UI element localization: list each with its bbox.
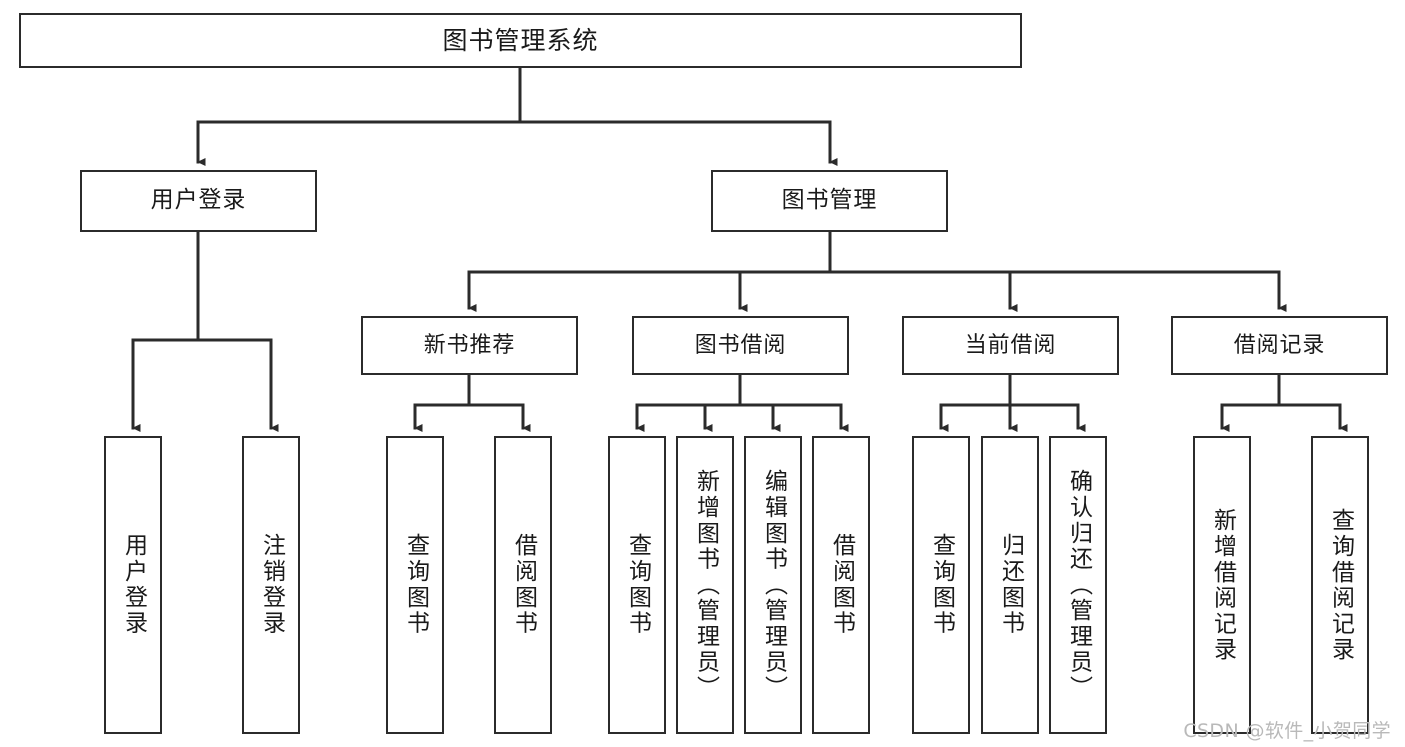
node-leaf-confirm-return-admin[interactable]: 确认归还（管理员） — [1049, 436, 1107, 734]
node-leaf-user-login[interactable]: 用户登录 — [104, 436, 162, 734]
node-group-current-borrowing[interactable]: 当前借阅 — [902, 316, 1119, 375]
node-label: 确认归还（管理员） — [1065, 469, 1092, 701]
node-label: 新书推荐 — [423, 332, 516, 358]
node-leaf-query-books-current[interactable]: 查询图书 — [912, 436, 970, 734]
node-group-book-borrowing[interactable]: 图书借阅 — [632, 316, 849, 375]
node-label: 图书管理 — [781, 187, 878, 214]
node-label: 查询借阅记录 — [1327, 507, 1354, 663]
node-leaf-edit-book-admin[interactable]: 编辑图书（管理员） — [744, 436, 802, 734]
node-label: 用户登录 — [150, 187, 247, 214]
node-group-new-book-recommendation[interactable]: 新书推荐 — [361, 316, 578, 375]
csdn-watermark: CSDN @软件_小贺同学 — [1183, 720, 1391, 742]
node-label: 编辑图书（管理员） — [760, 469, 787, 701]
node-branch-user-login[interactable]: 用户登录 — [80, 170, 317, 232]
node-leaf-borrow-books-recommendation[interactable]: 借阅图书 — [494, 436, 552, 734]
node-label: 用户登录 — [120, 533, 147, 637]
node-leaf-query-books-borrowing[interactable]: 查询图书 — [608, 436, 666, 734]
node-label: 查询图书 — [624, 533, 651, 637]
node-label: 借阅图书 — [510, 533, 537, 637]
node-label: 借阅图书 — [828, 533, 855, 637]
node-label: 图书管理系统 — [442, 25, 599, 55]
node-leaf-add-book-admin[interactable]: 新增图书（管理员） — [676, 436, 734, 734]
node-label: 当前借阅 — [964, 332, 1057, 358]
node-leaf-logout[interactable]: 注销登录 — [242, 436, 300, 734]
node-label: 注销登录 — [258, 533, 285, 637]
node-label: 查询图书 — [928, 533, 955, 637]
node-label: 新增借阅记录 — [1209, 507, 1236, 663]
node-leaf-borrow-books-borrowing[interactable]: 借阅图书 — [812, 436, 870, 734]
node-label: 新增图书（管理员） — [692, 469, 719, 701]
node-leaf-query-books-recommendation[interactable]: 查询图书 — [386, 436, 444, 734]
node-label: 查询图书 — [402, 533, 429, 637]
node-group-borrowing-records[interactable]: 借阅记录 — [1171, 316, 1388, 375]
node-leaf-return-books[interactable]: 归还图书 — [981, 436, 1039, 734]
node-label: 图书借阅 — [694, 332, 787, 358]
node-leaf-query-borrowing-record[interactable]: 查询借阅记录 — [1311, 436, 1369, 734]
node-root-library-management-system[interactable]: 图书管理系统 — [19, 13, 1022, 68]
node-label: 借阅记录 — [1233, 332, 1326, 358]
node-label: 归还图书 — [997, 533, 1024, 637]
node-branch-book-management[interactable]: 图书管理 — [711, 170, 948, 232]
node-leaf-add-borrowing-record[interactable]: 新增借阅记录 — [1193, 436, 1251, 734]
